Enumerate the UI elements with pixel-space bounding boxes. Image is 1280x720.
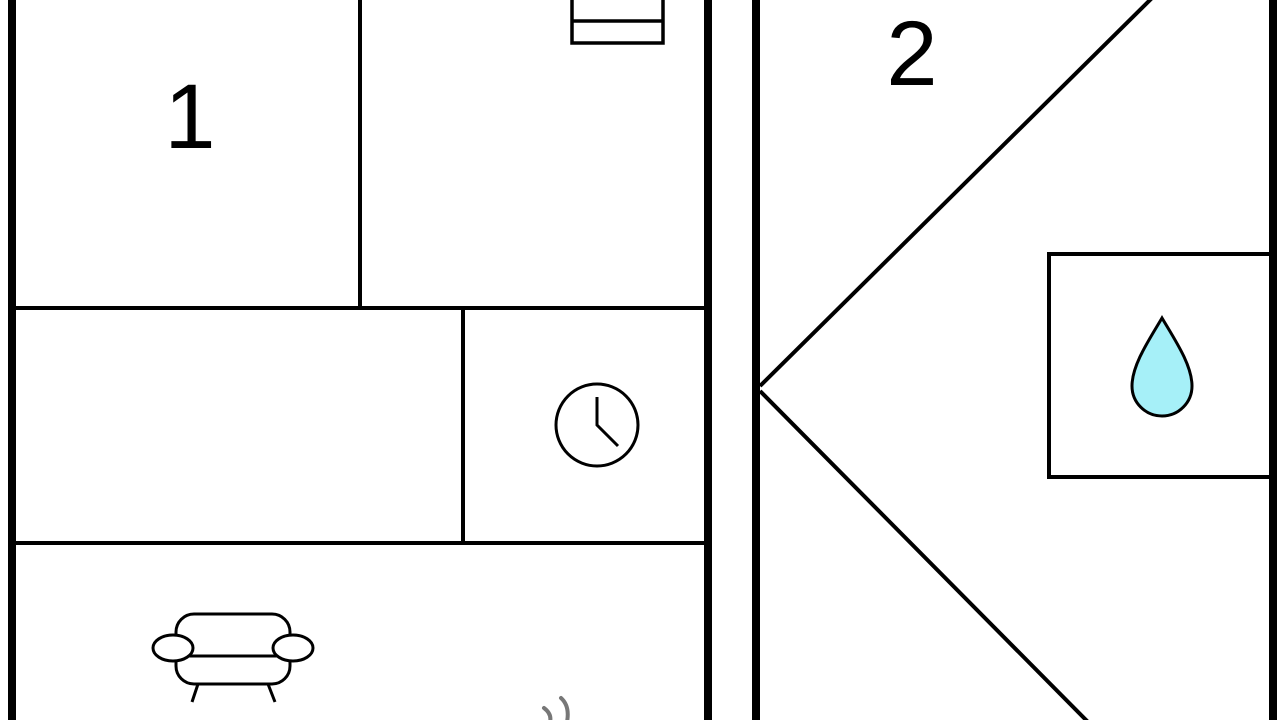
- unit-2-label: 2: [886, 3, 937, 105]
- water-drop-icon: [1130, 315, 1194, 418]
- clock-icon: [554, 382, 640, 468]
- unit-1-label: 1: [164, 66, 215, 168]
- diagonal-wall: [758, 389, 1089, 720]
- stacked-beds-icon: [570, 0, 665, 45]
- steam-icon: [542, 696, 570, 720]
- unit-1-walls: [8, 0, 712, 720]
- sofa-icon: [151, 612, 315, 703]
- diagonal-wall: [758, 0, 1153, 388]
